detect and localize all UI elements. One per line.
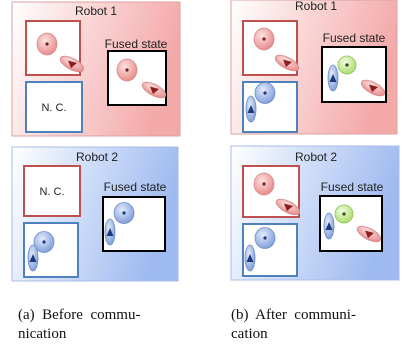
caption-a-line1: (a) Before commu- bbox=[18, 307, 141, 323]
robot1-title-b: Robot 1 bbox=[295, 0, 337, 13]
blue-circle-estimate bbox=[113, 202, 135, 224]
robot1-block-b: Robot 1 Fused state bbox=[230, 0, 398, 135]
robot2-fused-label-b: Fused state bbox=[321, 180, 384, 194]
blue-triangle-estimate bbox=[327, 64, 339, 92]
robot2-block-a: Robot 2 N. C. Fused state bbox=[11, 146, 179, 282]
blue-triangle-estimate bbox=[27, 244, 39, 272]
caption-a: (a) Before commu- nication bbox=[18, 306, 140, 344]
panel-a: Robot 1 N. C. Fused state Robot 2 N. C. … bbox=[11, 1, 181, 282]
red-circle-estimate bbox=[116, 58, 138, 82]
caption-a-line2: nication bbox=[18, 326, 67, 342]
robot2-title-b: Robot 2 bbox=[295, 150, 337, 164]
robot2-fused-label-a: Fused state bbox=[104, 180, 167, 194]
caption-b-line2: cation bbox=[231, 326, 268, 342]
caption-b-line1: (b) After communi- bbox=[231, 307, 356, 323]
red-circle-estimate bbox=[253, 172, 275, 196]
blue-circle-estimate bbox=[254, 82, 276, 104]
blue-triangle-estimate bbox=[244, 244, 256, 272]
robot2-title-a: Robot 2 bbox=[76, 150, 118, 164]
caption-b: (b) After communi- cation bbox=[231, 306, 356, 344]
blue-triangle-estimate bbox=[323, 212, 335, 240]
green-fused-estimate bbox=[337, 55, 357, 75]
robot2-block-b: Robot 2 Fused state bbox=[230, 145, 400, 281]
blue-circle-estimate bbox=[254, 227, 276, 249]
red-circle-estimate bbox=[36, 32, 58, 56]
robot1-title-a: Robot 1 bbox=[75, 4, 117, 18]
robot1-fused-label-a: Fused state bbox=[105, 37, 168, 51]
robot1-fused-label-b: Fused state bbox=[323, 31, 386, 45]
robot2-nc-box-a bbox=[23, 165, 81, 217]
robot1-nc-label-a: N. C. bbox=[41, 102, 66, 114]
robot1-nc-box-a bbox=[25, 81, 83, 133]
red-circle-estimate bbox=[253, 27, 275, 51]
blue-triangle-estimate bbox=[245, 95, 257, 123]
blue-triangle-estimate bbox=[104, 218, 116, 246]
robot2-nc-label-a: N. C. bbox=[39, 186, 64, 198]
green-fused-estimate bbox=[334, 204, 354, 224]
robot1-block-a: Robot 1 N. C. Fused state bbox=[11, 1, 181, 137]
panel-b: Robot 1 Fused state Robot 2 Fused state bbox=[230, 0, 400, 281]
